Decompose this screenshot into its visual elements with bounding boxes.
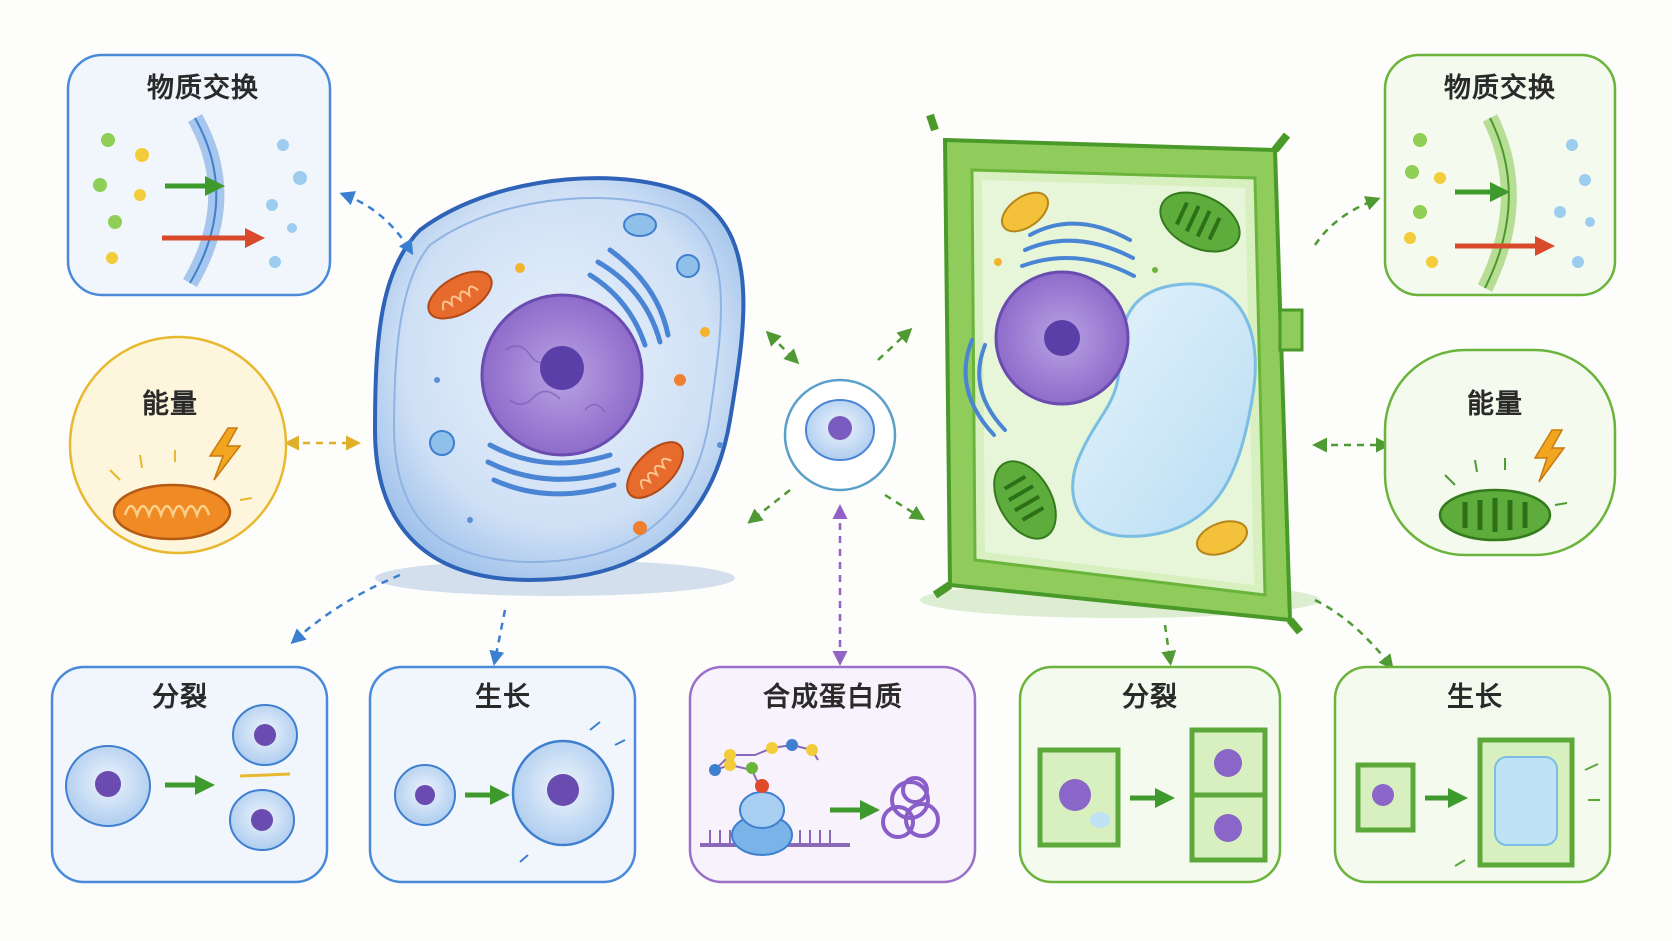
panel-animal-exchange-title: 物质交换 <box>147 72 259 104</box>
panel-plant-energy-title: 能量 <box>1467 388 1523 420</box>
chloroplast <box>993 460 1057 540</box>
panel-plant-exchange: 物质交换 <box>1383 53 1617 297</box>
lightning-icon <box>208 427 242 481</box>
panel-animal-division: 分裂 <box>50 665 329 884</box>
er <box>485 247 671 497</box>
plant-cell <box>920 113 1320 635</box>
panel-protein: 合成蛋白质 <box>688 665 977 884</box>
panel-plant-division-title: 分裂 <box>1122 682 1178 713</box>
stem-cell <box>783 378 897 492</box>
animal-cell <box>372 176 746 596</box>
nucleolus <box>540 346 584 390</box>
lightning-icon <box>1533 429 1566 483</box>
panel-animal-division-title: 分裂 <box>152 682 208 713</box>
panel-animal-growth-title: 生长 <box>475 682 531 713</box>
panel-plant-division: 分裂 <box>1018 665 1282 884</box>
mitochondrion <box>427 270 493 320</box>
mitochondrion <box>626 441 684 499</box>
panel-protein-title: 合成蛋白质 <box>763 681 903 713</box>
panel-animal-exchange: 物质交换 <box>66 53 332 297</box>
panel-plant-growth: 生长 <box>1333 665 1612 884</box>
panel-animal-energy: 能量 <box>68 335 288 555</box>
panel-plant-energy: 能量 <box>1383 348 1617 557</box>
panel-plant-exchange-title: 物质交换 <box>1444 72 1556 104</box>
nucleolus <box>1044 320 1080 356</box>
connectors <box>284 191 1394 670</box>
panel-animal-energy-title: 能量 <box>142 388 198 420</box>
panel-animal-growth: 生长 <box>368 665 637 884</box>
chloroplast <box>1159 191 1241 253</box>
panel-plant-growth-title: 生长 <box>1447 682 1503 713</box>
